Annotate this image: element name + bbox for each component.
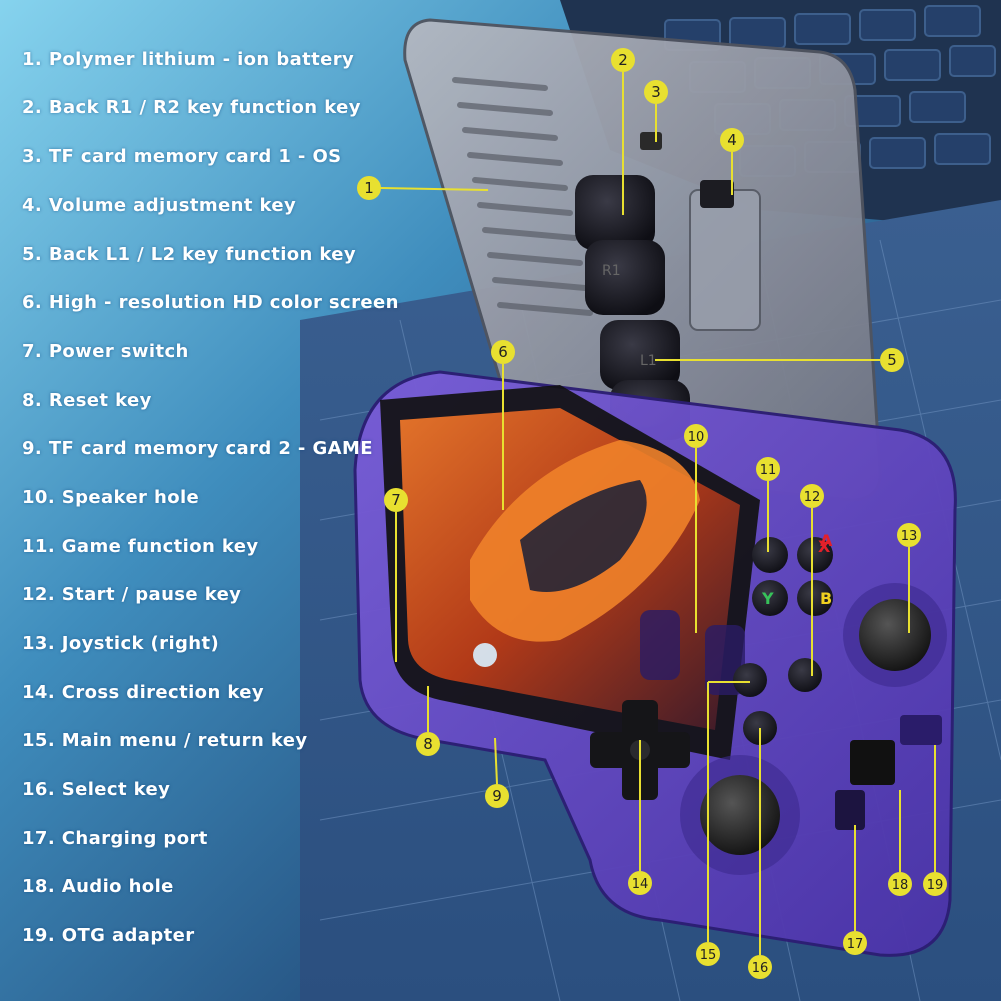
callout-marker-5: 5 [880, 348, 904, 372]
legend-item-13: 13. Joystick (right) [22, 633, 220, 654]
svg-text:17: 17 [847, 937, 864, 952]
legend-item-6: 6. High - resolution HD color screen [22, 292, 399, 313]
svg-text:13: 13 [901, 529, 918, 544]
joystick-right [843, 583, 947, 687]
legend-item-5: 5. Back L1 / L2 key function key [22, 244, 357, 265]
callout-marker-16: 16 [748, 955, 772, 979]
callout-marker-17: 17 [843, 931, 867, 955]
svg-text:11: 11 [760, 463, 777, 478]
legend-item-7: 7. Power switch [22, 341, 189, 362]
l1-label: L1 [640, 353, 657, 369]
callout-marker-9: 9 [485, 784, 509, 808]
svg-text:10: 10 [688, 430, 705, 445]
callout-marker-19: 19 [923, 872, 947, 896]
battery-ribs [452, 77, 593, 316]
joystick-left [680, 755, 800, 875]
callout-marker-4: 4 [720, 128, 744, 152]
r1-label: R1 [602, 263, 621, 279]
button-y-label: Y [761, 589, 774, 608]
callout-marker-13: 13 [897, 523, 921, 547]
legend-item-16: 16. Select key [22, 779, 171, 800]
legend-item-10: 10. Speaker hole [22, 487, 200, 508]
leader-lines [379, 72, 936, 955]
svg-text:9: 9 [492, 787, 502, 805]
otg-adapter-body [850, 740, 895, 785]
face-buttons: X A Y B [752, 531, 833, 616]
button-a-label: A [820, 531, 833, 550]
button-b-label: B [820, 589, 832, 608]
svg-text:3: 3 [651, 83, 661, 101]
svg-text:14: 14 [632, 877, 649, 892]
legend-item-17: 17. Charging port [22, 828, 208, 849]
callout-marker-1: 1 [357, 176, 381, 200]
callout-marker-18: 18 [888, 872, 912, 896]
legend-item-14: 14. Cross direction key [22, 682, 264, 703]
legend-item-1: 1. Polymer lithium - ion battery [22, 49, 355, 70]
svg-text:18: 18 [892, 878, 909, 893]
callout-marker-10: 10 [684, 424, 708, 448]
legend-item-3: 3. TF card memory card 1 - OS [22, 146, 342, 167]
callout-marker-14: 14 [628, 871, 652, 895]
svg-text:4: 4 [727, 131, 737, 149]
button-x-label: X [818, 537, 831, 556]
svg-text:5: 5 [887, 351, 897, 369]
feature-legend: 1. Polymer lithium - ion battery 2. Back… [0, 0, 420, 1001]
callout-marker-15: 15 [696, 942, 720, 966]
svg-text:1: 1 [364, 179, 374, 197]
svg-text:2: 2 [618, 51, 628, 69]
start-key [788, 658, 822, 692]
menu-key [733, 663, 767, 697]
legend-item-12: 12. Start / pause key [22, 584, 242, 605]
legend-item-18: 18. Audio hole [22, 876, 174, 897]
volume-key [700, 180, 734, 208]
svg-text:15: 15 [700, 948, 717, 963]
callout-markers: 1 2 3 4 5 6 7 8 9 10 11 12 13 14 15 16 1… [357, 48, 947, 979]
callout-marker-11: 11 [756, 457, 780, 481]
svg-text:12: 12 [804, 490, 821, 505]
legend-item-9: 9. TF card memory card 2 - GAME [22, 438, 373, 459]
console-back-shell: R1 L1 [403, 18, 882, 502]
console-front: X A Y B [353, 370, 957, 957]
callout-marker-6: 6 [491, 340, 515, 364]
callout-marker-7: 7 [384, 488, 408, 512]
legend-item-4: 4. Volume adjustment key [22, 195, 297, 216]
callout-marker-2: 2 [611, 48, 635, 72]
charging-port [835, 790, 865, 830]
legend-item-19: 19. OTG adapter [22, 925, 195, 946]
svg-text:8: 8 [423, 735, 433, 753]
otg-adapter [900, 715, 942, 745]
svg-text:16: 16 [752, 961, 769, 976]
legend-item-11: 11. Game function key [22, 536, 259, 557]
race-car [470, 440, 700, 667]
callout-marker-12: 12 [800, 484, 824, 508]
legend-item-15: 15. Main menu / return key [22, 730, 308, 751]
legend-item-8: 8. Reset key [22, 390, 152, 411]
tf-slot-1 [640, 132, 662, 150]
legend-item-2: 2. Back R1 / R2 key function key [22, 97, 361, 118]
svg-text:6: 6 [498, 343, 508, 361]
svg-text:19: 19 [927, 878, 944, 893]
svg-text:7: 7 [391, 491, 401, 509]
callout-marker-3: 3 [644, 80, 668, 104]
callout-marker-8: 8 [416, 732, 440, 756]
